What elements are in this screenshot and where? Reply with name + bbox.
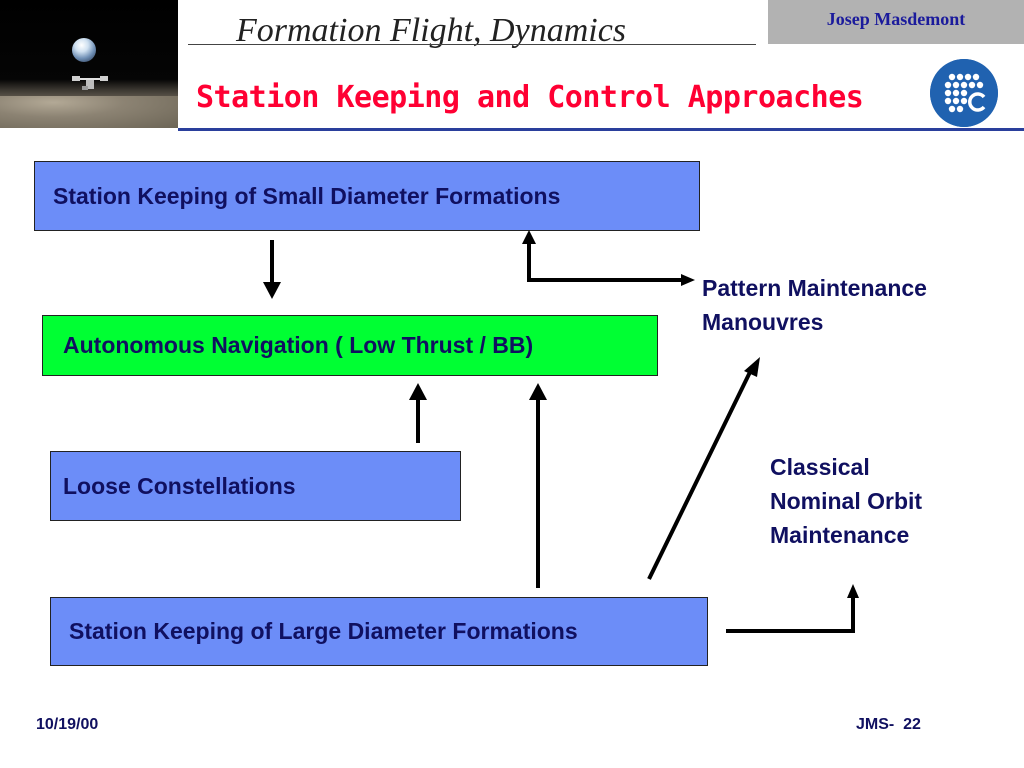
box-small-diameter-formations: Station Keeping of Small Diameter Format… [34, 161, 700, 231]
box-autonomous-navigation-label: Autonomous Navigation ( Low Thrust / BB) [63, 332, 534, 358]
arrowhead-large-to-pattern [744, 357, 760, 377]
author-name: Josep Masdemont [826, 9, 966, 29]
box-large-diameter-formations: Station Keeping of Large Diameter Format… [50, 597, 708, 666]
box-small-diameter-label: Station Keeping of Small Diameter Format… [53, 182, 561, 209]
arrowhead-pattern-source [681, 274, 695, 286]
title-underline [188, 44, 756, 45]
label-classical-line-1: Classical [770, 454, 870, 480]
author-box: Josep Masdemont [768, 0, 1024, 44]
header-divider [178, 128, 1024, 131]
course-title: Formation Flight, Dynamics [236, 12, 627, 49]
slide-title: Station Keeping and Control Approaches [196, 80, 864, 115]
box-large-diameter-label: Station Keeping of Large Diameter Format… [69, 618, 578, 644]
label-pattern-line-2: Manouvres [702, 309, 824, 335]
label-pattern-line-1: Pattern Maintenance [702, 275, 927, 301]
arrowhead-large-to-autonomous [529, 383, 547, 400]
box-autonomous-navigation: Autonomous Navigation ( Low Thrust / BB) [42, 315, 658, 376]
label-classical-line-2: Nominal Orbit [770, 488, 923, 514]
arrow-large-to-pattern [647, 367, 754, 580]
box-loose-constellations: Loose Constellations [50, 451, 461, 521]
label-classical-line-3: Maintenance [770, 522, 910, 548]
lunar-surface [0, 96, 178, 128]
arrowhead-large-to-classical [847, 584, 859, 598]
arrow-pattern-to-small [527, 242, 690, 282]
university-logo-icon [930, 59, 998, 127]
earth-icon [72, 38, 96, 62]
box-loose-constellations-label: Loose Constellations [63, 472, 296, 499]
arrowhead-small-to-autonomous [263, 282, 281, 299]
label-classical-maintenance: Classical Nominal Orbit Maintenance [770, 450, 922, 552]
footer-date: 10/19/00 [36, 716, 99, 733]
arrowhead-pattern-to-small [522, 230, 536, 244]
space-station-icon [72, 76, 108, 90]
label-pattern-maintenance: Pattern Maintenance Manouvres [702, 271, 927, 339]
earthrise-image [0, 0, 178, 128]
arrowhead-loose-to-autonomous [409, 383, 427, 400]
footer-page-number: JMS- 22 [856, 716, 921, 733]
arrow-large-to-classical [726, 596, 855, 633]
